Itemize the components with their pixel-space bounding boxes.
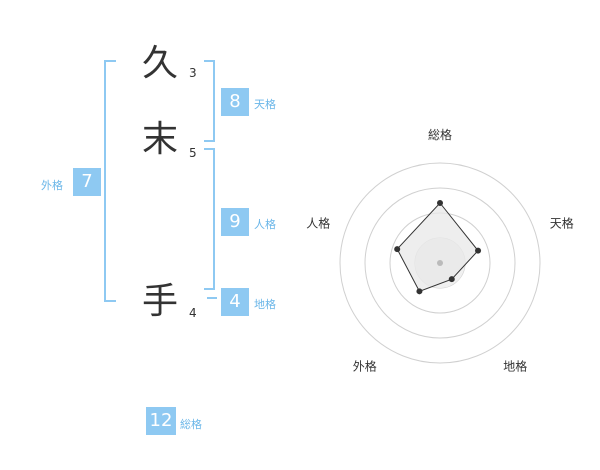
radar-point-5 xyxy=(394,246,401,253)
radar-ring xyxy=(364,187,516,339)
jinkaku-label: 人格 xyxy=(254,218,276,231)
tenkaku-value-box: 8 xyxy=(221,88,249,116)
radar-axis-label-1: 総格 xyxy=(428,127,452,142)
name-char-3: 手 xyxy=(141,281,178,322)
stroke-count-1: 3 xyxy=(189,66,197,80)
name-char-1: 久 xyxy=(141,43,178,84)
radar-point-1 xyxy=(437,200,443,206)
radar-center-dot xyxy=(437,260,443,266)
radar-axis-label-2: 天格 xyxy=(550,215,574,230)
stroke-count-3: 4 xyxy=(189,306,197,320)
name-char-2: 末 xyxy=(141,119,178,160)
radar-polygon xyxy=(396,202,479,292)
stroke-count-2: 5 xyxy=(189,146,197,160)
seimei-diagram: 久 3 末 5 手 4 8 天格 9 人格 4 地格 外格 7 12 総格 xyxy=(41,43,276,435)
radar-axis-label-5: 人格 xyxy=(306,215,330,230)
chikaku-label: 地格 xyxy=(254,298,276,311)
gaikaku-value-box: 7 xyxy=(73,168,101,196)
radar-point-3 xyxy=(448,276,455,283)
jinkaku-bracket xyxy=(204,148,215,290)
tenkaku-label: 天格 xyxy=(254,98,276,111)
soukaku-value-box: 12 xyxy=(146,407,176,435)
radar-ring xyxy=(339,162,541,364)
radar-axis-label-3: 地格 xyxy=(503,359,527,374)
radar-axis-label-4: 外格 xyxy=(353,359,377,374)
tenkaku-bracket xyxy=(204,60,215,142)
soukaku-label: 総格 xyxy=(180,418,202,431)
radar-point-2 xyxy=(475,247,482,254)
gaikaku-label: 外格 xyxy=(41,179,63,192)
jinkaku-value-box: 9 xyxy=(221,208,249,236)
chikaku-value-box: 4 xyxy=(221,288,249,316)
radar-point-4 xyxy=(416,288,423,295)
outer-bracket xyxy=(104,60,116,302)
chikaku-tick xyxy=(207,297,217,299)
